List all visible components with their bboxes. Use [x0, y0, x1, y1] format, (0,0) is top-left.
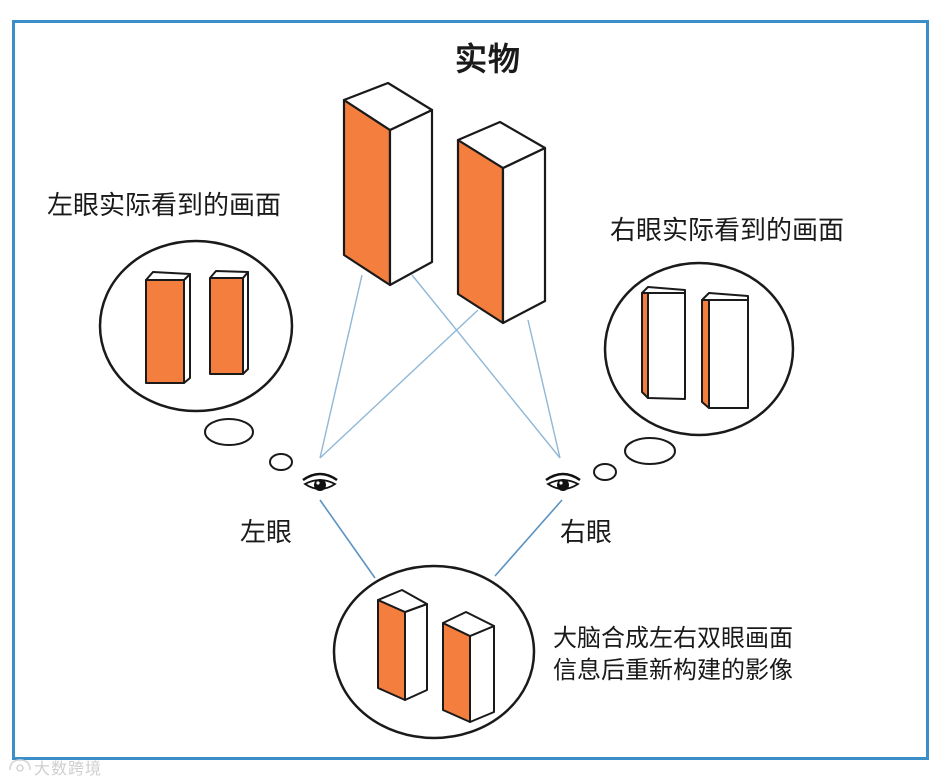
brain-image-label: 大脑合成左右双眼画面 信息后重新构建的影像: [553, 622, 793, 686]
right-view-box-2: [701, 292, 749, 409]
real-object-left-box: [342, 81, 434, 287]
right-eye-view-bubble: [593, 261, 795, 481]
left-eye-icon: [302, 472, 338, 491]
left-view-box-1: [145, 271, 191, 384]
right-view-box-1: [641, 286, 686, 400]
page-title: 实物: [455, 40, 522, 78]
brain-label-line-1: 大脑合成左右双眼画面: [553, 624, 793, 652]
right-view-label: 右眼实际看到的画面: [610, 216, 845, 246]
brain-image-bubble: [332, 564, 536, 740]
brain-box-1: [377, 589, 428, 701]
watermark-text: 大数跨境: [34, 759, 103, 778]
sight-lines: [319, 274, 561, 459]
left-eye-view-bubble: [98, 239, 294, 471]
left-view-box-2: [209, 270, 249, 375]
brain-lines: [319, 499, 563, 579]
brain-label-line-2: 信息后重新构建的影像: [553, 656, 793, 684]
left-view-label: 左眼实际看到的画面: [47, 191, 282, 221]
watermark-icon: [9, 759, 31, 772]
right-eye-icon: [545, 472, 581, 491]
left-eye-label: 左眼: [240, 518, 293, 548]
real-object-right-box: [456, 120, 547, 325]
right-eye-label: 右眼: [560, 518, 613, 548]
brain-box-2: [442, 611, 495, 723]
